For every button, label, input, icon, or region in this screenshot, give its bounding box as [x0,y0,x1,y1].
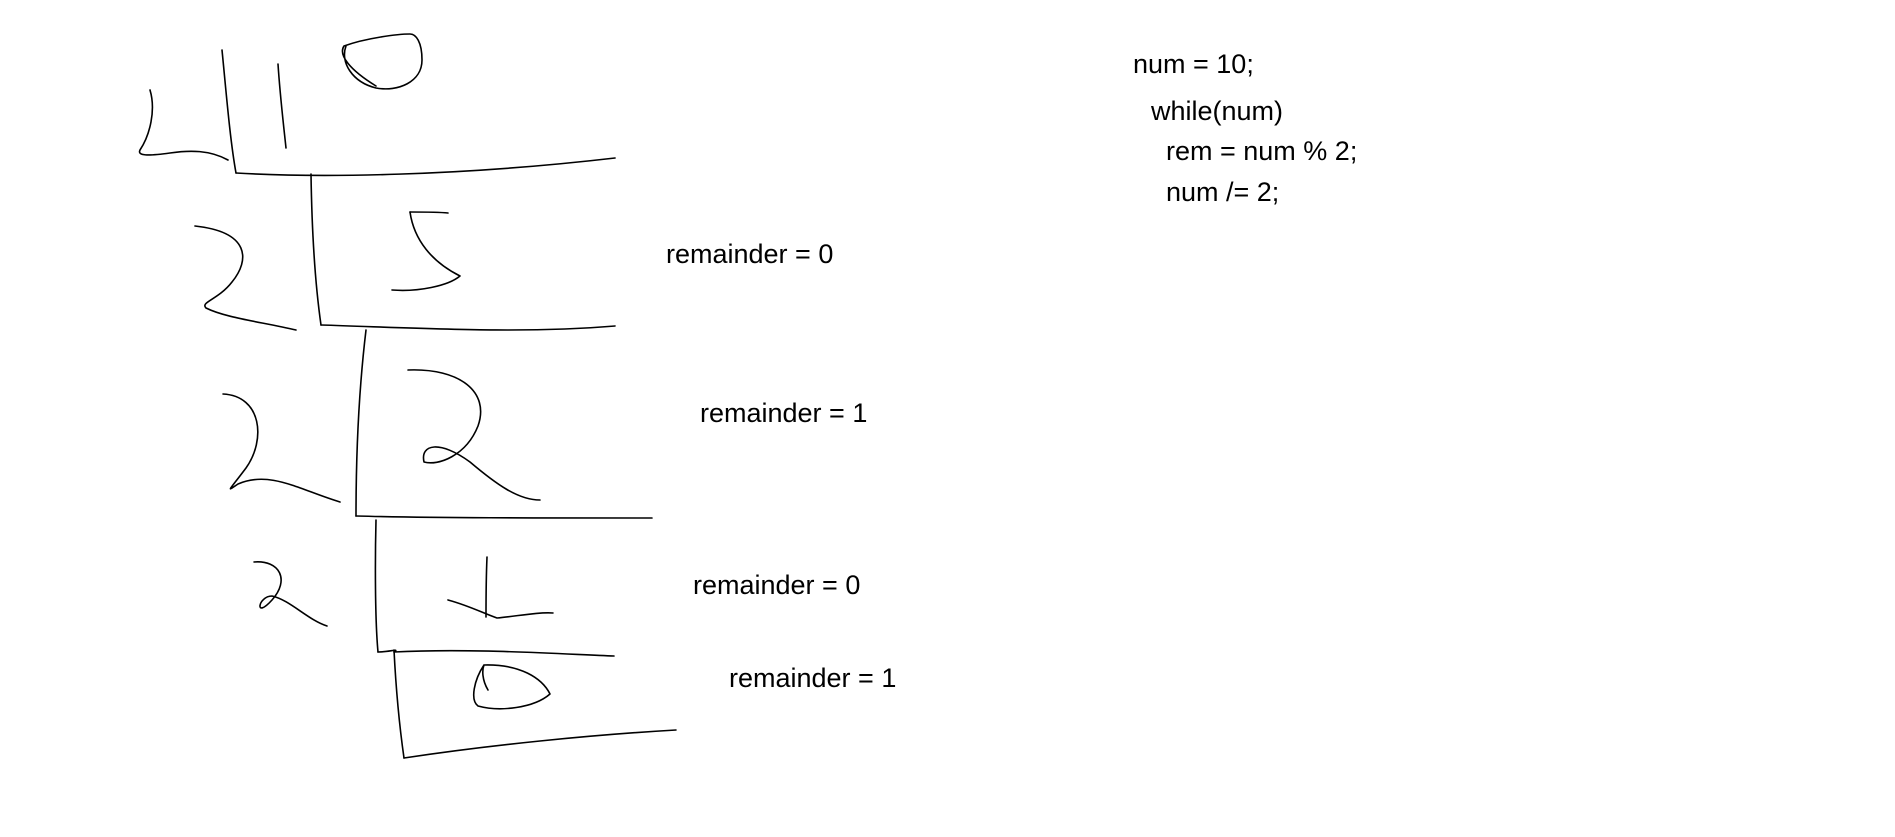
handwritten-number-10 [277,33,423,149]
code-line-1: num = 10; [1133,49,1254,79]
division-bracket-row2 [310,173,616,331]
handwritten-divisor-2-row2 [194,225,297,331]
code-line-3: rem = num % 2; [1166,136,1358,166]
division-bracket-row4 [374,519,615,657]
handwritten-number-1 [447,556,554,619]
handwritten-number-2 [407,369,541,501]
remainder-label-1: remainder = 0 [666,239,834,269]
division-bracket-row1 [221,49,616,177]
remainder-label-4: remainder = 1 [729,663,897,693]
code-line-2: while(num) [1151,96,1284,126]
handwritten-number-5 [391,211,461,292]
code-line-4: num /= 2; [1166,177,1280,207]
division-bracket-row5 [393,649,677,759]
division-bracket-row3 [355,329,653,519]
handwritten-divisor-2-row3 [222,393,341,503]
handwritten-divisor-2-row4 [253,561,328,627]
handwritten-number-0 [472,664,551,710]
remainder-label-3: remainder = 0 [693,570,861,600]
handwritten-divisor-2-row1 [138,89,229,161]
remainder-label-2: remainder = 1 [700,398,868,428]
